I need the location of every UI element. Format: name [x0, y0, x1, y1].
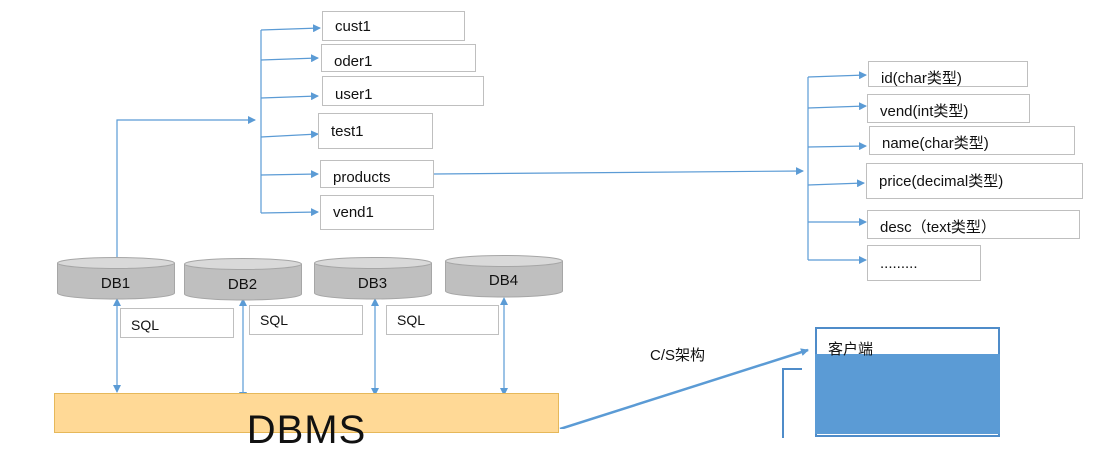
table-label: vend1 — [333, 204, 374, 221]
database-cylinder-icon — [314, 257, 432, 300]
client-window-back — [782, 368, 802, 438]
sql-label-1: SQL — [120, 308, 234, 338]
database-label: DB1 — [100, 275, 131, 292]
branch-vend — [807, 102, 867, 111]
sql-label-3: SQL — [386, 305, 499, 335]
database-db1: DB1 — [57, 257, 175, 300]
table-user1: user1 — [322, 76, 484, 106]
column-vend: vend(int类型) — [867, 94, 1030, 123]
branch-id — [807, 71, 867, 80]
table-products: products — [320, 160, 434, 188]
column-more: ......... — [867, 245, 981, 281]
client-label: 客户端 — [828, 341, 874, 358]
client-window-body — [815, 354, 1000, 434]
column-label: vend(int类型) — [880, 103, 969, 120]
dbms-label: DBMS — [246, 408, 367, 452]
sql-text: SQL — [131, 317, 160, 333]
table-cust1: cust1 — [322, 11, 465, 41]
branch-test1 — [260, 130, 319, 139]
cs-architecture-label: C/S架构 — [650, 347, 706, 364]
sql-text: SQL — [260, 312, 289, 328]
table-test1: test1 — [318, 113, 433, 149]
column-id: id(char类型) — [868, 61, 1028, 87]
column-label: desc（text类型） — [880, 219, 996, 236]
table-label: products — [333, 168, 391, 186]
database-cylinder-icon — [445, 255, 563, 298]
column-label: name(char类型) — [882, 135, 989, 152]
database-label: DB4 — [488, 272, 519, 289]
branch-products — [260, 170, 319, 179]
db1-to-tables-connector — [116, 116, 256, 258]
table-label: oder1 — [334, 52, 373, 70]
table-oder1: oder1 — [321, 44, 476, 72]
database-db4: DB4 — [445, 255, 563, 298]
table-label: cust1 — [335, 17, 371, 35]
column-price: price(decimal类型) — [866, 163, 1083, 199]
database-db2: DB2 — [184, 258, 302, 301]
branch-user1 — [260, 92, 319, 101]
branch-vend1 — [260, 208, 319, 217]
database-cylinder-icon — [184, 258, 302, 301]
dbms-block: DBMS — [54, 393, 559, 452]
database-label: DB2 — [227, 276, 258, 293]
branch-cust1 — [260, 24, 321, 33]
column-label: ......... — [880, 254, 918, 272]
table-vend1: vend1 — [320, 195, 434, 230]
column-label: price(decimal类型) — [879, 172, 1004, 190]
products-to-columns-connector — [433, 167, 804, 176]
table-label: user1 — [335, 85, 373, 103]
database-cylinder-icon — [57, 257, 175, 300]
database-db3: DB3 — [314, 257, 432, 300]
branch-price — [807, 179, 865, 188]
connector-lines — [113, 24, 867, 429]
column-desc: desc（text类型） — [867, 210, 1080, 239]
dbms-client-arrow — [559, 348, 809, 429]
branch-oder1 — [260, 54, 319, 63]
database-label: DB3 — [357, 275, 388, 292]
sql-text: SQL — [397, 312, 426, 328]
table-label: test1 — [331, 122, 364, 140]
column-name: name(char类型) — [869, 126, 1075, 155]
column-label: id(char类型) — [881, 69, 962, 87]
branch-name — [807, 142, 867, 151]
sql-label-2: SQL — [249, 305, 363, 335]
